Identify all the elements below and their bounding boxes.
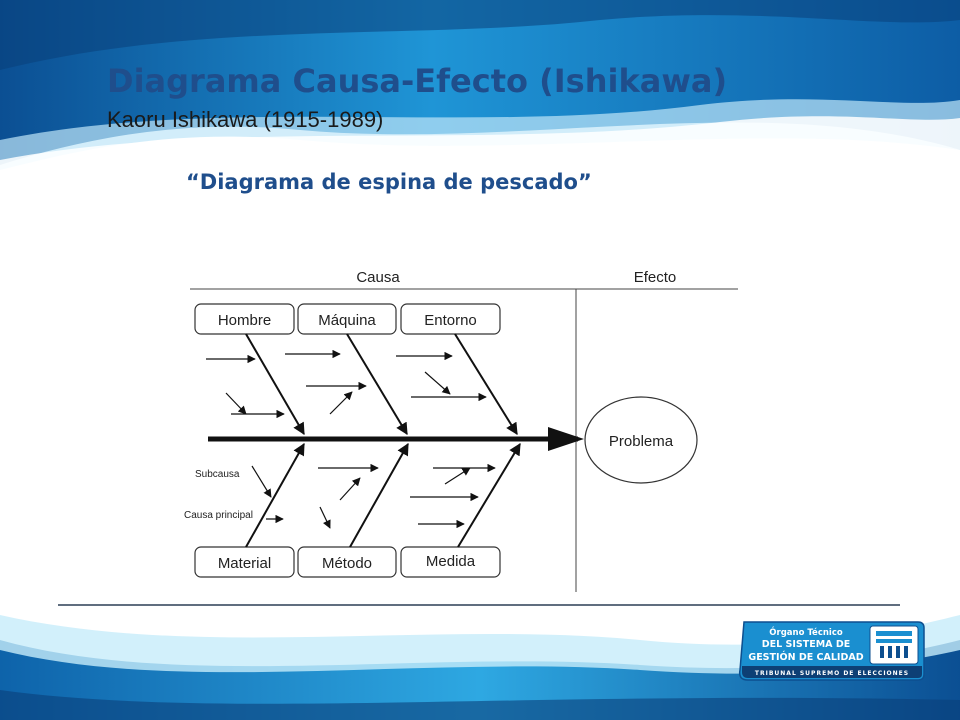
- category-box-medida: Medida: [400, 546, 501, 578]
- category-label: Método: [322, 555, 372, 572]
- logo-line-4: TRIBUNAL SUPREMO DE ELECCIONES: [755, 670, 909, 677]
- category-label: Material: [218, 555, 271, 572]
- legend-subcause: Subcausa: [195, 469, 240, 480]
- effect-label: Problema: [609, 433, 674, 450]
- slide-title: Diagrama Causa-Efecto (Ishikawa): [107, 62, 728, 100]
- legend-main-cause: Causa principal: [184, 510, 253, 521]
- header-effect: Efecto: [634, 269, 677, 286]
- main-cause-bone: [346, 333, 408, 436]
- spine-arrowhead: [548, 427, 584, 451]
- category-label: Máquina: [318, 312, 376, 329]
- subcause-arrows-bottom: [251, 463, 496, 529]
- category-box-maquina: Máquina: [297, 303, 397, 335]
- main-cause-bone: [457, 442, 521, 548]
- header-cause: Causa: [356, 269, 400, 286]
- organization-logo: Órgano Técnico DEL SISTEMA DE GESTIÓN DE…: [738, 621, 925, 681]
- fishbone-diagram: Causa Efecto Hombre Máquina Entorno Mate…: [184, 269, 738, 592]
- category-label: Entorno: [424, 312, 477, 329]
- diagram-nickname: “Diagrama de espina de pescado”: [186, 170, 592, 194]
- main-cause-bone: [245, 333, 305, 436]
- subcause-arrows-top: [206, 349, 487, 419]
- category-box-material: Material: [194, 546, 295, 578]
- logo-line-1: Órgano Técnico: [769, 626, 843, 638]
- logo-line-3: GESTIÓN DE CALIDAD: [748, 651, 863, 663]
- category-label: Medida: [426, 553, 476, 570]
- category-label: Hombre: [218, 312, 271, 329]
- effect-ellipse: Problema: [584, 396, 698, 484]
- main-cause-bone: [349, 442, 409, 548]
- main-cause-bone: [245, 442, 305, 548]
- category-box-metodo: Método: [297, 546, 397, 578]
- main-cause-bone: [454, 333, 518, 436]
- slide-subtitle: Kaoru Ishikawa (1915-1989): [107, 107, 384, 132]
- category-box-entorno: Entorno: [400, 303, 501, 335]
- category-box-hombre: Hombre: [194, 303, 295, 335]
- logo-line-2: DEL SISTEMA DE: [762, 639, 850, 650]
